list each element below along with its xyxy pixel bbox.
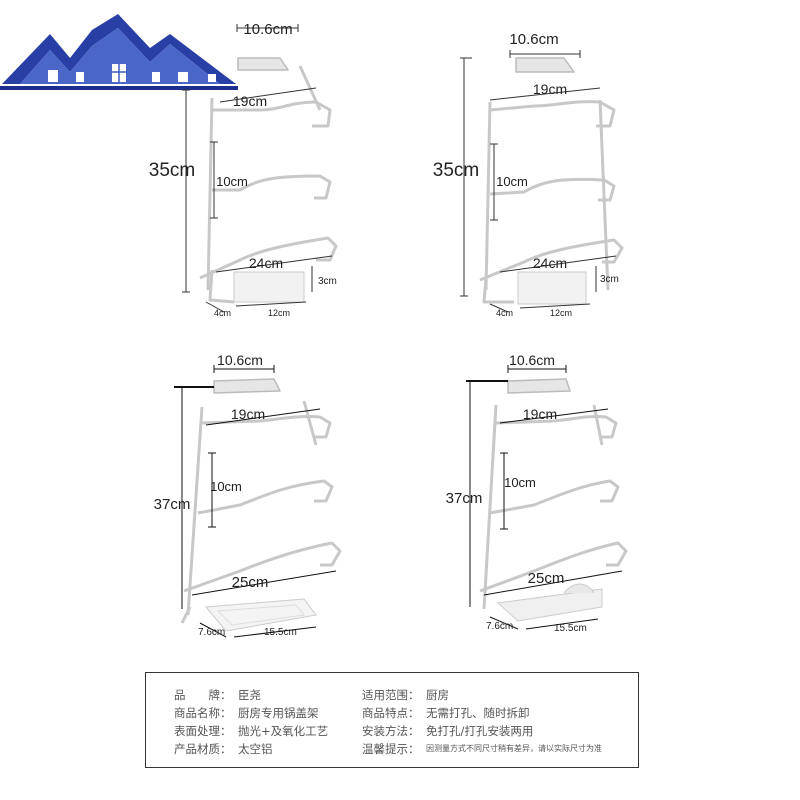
spec-key: 适用范围：: [362, 688, 420, 702]
rack-diagram-1: 10.6cm 19cm 35cm 10cm 24cm 3cm 4cm 12cm: [140, 10, 380, 330]
spec-value: 无需打孔、随时拆卸: [426, 706, 530, 720]
dim-height: 37cm: [154, 496, 191, 513]
pot-lid-rack-drawing: 10.6cm 19cm 37cm 10cm 25cm 7.6cm 15.5cm: [154, 352, 342, 638]
spec-value: 厨房: [426, 688, 449, 702]
dim-base-depth: 7.6cm: [486, 621, 513, 632]
dim-mid-width: 19cm: [533, 81, 567, 97]
dim-base-width: 15.5cm: [264, 627, 297, 638]
spec-key: 商品特点：: [362, 706, 420, 720]
dim-mid-width: 19cm: [523, 406, 557, 422]
dim-top-width: 10.6cm: [509, 31, 558, 48]
spec-row: 表面处理： 抛光+及氧化工艺 安装方法： 免打孔/打孔安装两用: [174, 722, 634, 740]
spec-value: 抛光+及氧化工艺: [238, 724, 329, 738]
dim-height: 35cm: [433, 160, 479, 181]
spec-value: 厨房专用锅盖架: [238, 706, 319, 720]
dim-base-width: 15.5cm: [554, 623, 587, 634]
spec-key: 品 牌：: [174, 688, 232, 702]
spec-key: 商品名称：: [174, 706, 232, 720]
spec-key: 产品材质：: [174, 742, 232, 756]
spec-row: 商品名称： 厨房专用锅盖架 商品特点： 无需打孔、随时拆卸: [174, 704, 634, 722]
dim-tray-height: 3cm: [600, 274, 619, 285]
dim-base-width: 12cm: [268, 308, 290, 318]
dim-base-depth: 4cm: [214, 308, 231, 318]
spec-table: 品 牌： 臣尧 适用范围： 厨房 商品名称： 厨房专用锅盖架 商品特点： 无需打孔、随时…: [145, 672, 639, 768]
spec-key: 安装方法：: [362, 724, 420, 738]
dim-bottom-width: 25cm: [528, 570, 565, 587]
pot-lid-rack-drawing: 10.6cm 19cm 37cm 10cm 25cm 7.6cm 15.5cm: [446, 352, 628, 634]
dim-tray-height: 3cm: [318, 276, 337, 287]
dim-mid-width: 19cm: [231, 406, 265, 422]
spec-value: 臣尧: [238, 688, 261, 702]
dim-top-width: 10.6cm: [509, 352, 555, 368]
rack-diagram-3: 10.6cm 19cm 37cm 10cm 25cm 7.6cm 15.5cm: [140, 345, 380, 655]
dim-spacing: 10cm: [210, 479, 242, 494]
dim-spacing: 10cm: [216, 174, 248, 189]
spec-value: 太空铝: [238, 742, 273, 756]
dim-top-width: 10.6cm: [217, 352, 263, 368]
spec-key: 表面处理：: [174, 724, 232, 738]
rack-diagram-2: 10.6cm 19cm 35cm 10cm 24cm 3cm 4cm 12cm: [424, 10, 664, 330]
dim-base-depth: 7.6cm: [198, 627, 225, 638]
dim-height: 37cm: [446, 490, 483, 507]
dim-base-depth: 4cm: [496, 308, 513, 318]
spec-value: 因测量方式不同尺寸稍有差异，请以实际尺寸为准: [426, 744, 602, 753]
spec-grid: 品 牌： 臣尧 适用范围： 厨房 商品名称： 厨房专用锅盖架 商品特点： 无需打孔、随时…: [174, 686, 634, 758]
spec-row: 品 牌： 臣尧 适用范围： 厨房: [174, 686, 634, 704]
dim-bottom-width: 25cm: [232, 574, 269, 591]
dim-base-width: 12cm: [550, 308, 572, 318]
dim-height: 35cm: [149, 160, 195, 181]
pot-lid-rack-drawing: 10.6cm 19cm 35cm 10cm 24cm 3cm 4cm 12cm: [433, 31, 624, 318]
brand-logo: [0, 0, 238, 100]
dim-spacing: 10cm: [496, 174, 528, 189]
dim-bottom-width: 24cm: [533, 255, 567, 271]
dim-spacing: 10cm: [504, 475, 536, 490]
house-roof-logo-icon: [0, 0, 238, 100]
rack-diagram-4: 10.6cm 19cm 37cm 10cm 25cm 7.6cm 15.5cm: [424, 345, 664, 655]
dim-top-width: 10.6cm: [243, 21, 292, 38]
dim-bottom-width: 24cm: [249, 255, 283, 271]
spec-key: 温馨提示：: [362, 742, 420, 756]
dim-mid-width: 19cm: [233, 93, 267, 109]
spec-value: 免打孔/打孔安装两用: [426, 724, 534, 738]
spec-row: 产品材质： 太空铝 温馨提示： 因测量方式不同尺寸稍有差异，请以实际尺寸为准: [174, 740, 634, 758]
pot-lid-rack-drawing: 10.6cm 19cm 35cm 10cm 24cm 3cm 4cm 12cm: [149, 21, 338, 318]
